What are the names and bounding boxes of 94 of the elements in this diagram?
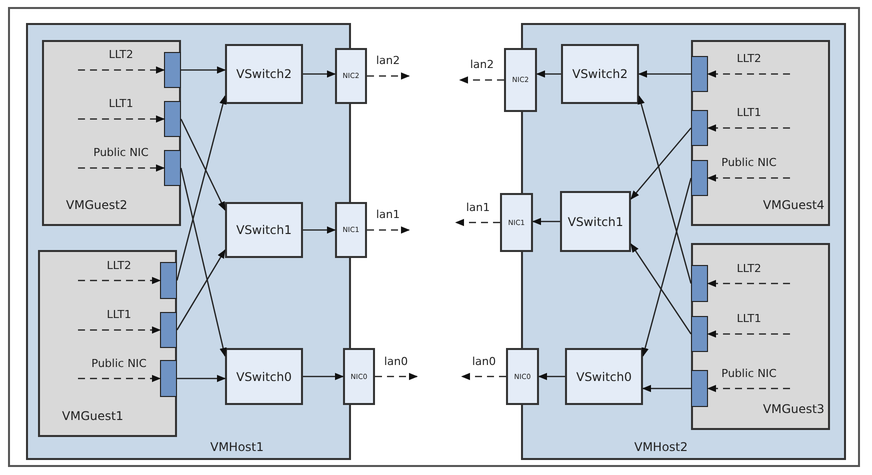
dashed-arrow xyxy=(707,280,790,288)
port-box xyxy=(160,262,177,299)
dashed-arrow xyxy=(459,76,504,84)
dashed-arrow xyxy=(455,218,500,226)
port-box xyxy=(164,101,181,137)
switch-box xyxy=(225,202,303,258)
arrow xyxy=(176,249,226,330)
dashed-arrow xyxy=(78,164,165,172)
guest-box xyxy=(42,40,181,226)
arrow xyxy=(176,95,226,281)
arrow xyxy=(303,372,344,380)
switch-label: VSwitch0 xyxy=(576,370,632,384)
nic-box xyxy=(506,348,539,405)
guest-box xyxy=(691,243,830,430)
port-box xyxy=(164,150,181,186)
edge-label: lan1 xyxy=(465,200,491,214)
dashed-arrow xyxy=(707,70,790,78)
switch-box xyxy=(225,348,303,405)
dashed-arrow xyxy=(367,72,410,80)
edge-label: LLT2 xyxy=(106,258,132,272)
edge-label: lan2 xyxy=(375,54,401,67)
dashed-arrow xyxy=(707,384,790,392)
guest-label: VMGuest2 xyxy=(66,198,128,212)
dashed-arrow xyxy=(367,226,410,234)
guest-label: VMGuest4 xyxy=(763,198,824,212)
arrow xyxy=(536,70,561,78)
nic-box xyxy=(504,48,537,112)
host-label: VMHost1 xyxy=(210,440,264,454)
arrow xyxy=(303,226,336,234)
edge-label: Public NIC xyxy=(92,146,150,159)
port-box xyxy=(160,360,177,397)
dashed-arrow xyxy=(461,372,506,380)
edge-label: LLT1 xyxy=(106,308,132,321)
port-box xyxy=(691,265,708,302)
port-box xyxy=(691,316,708,352)
switch-box xyxy=(561,44,639,104)
nic-box xyxy=(335,48,367,104)
edge-label: LLT2 xyxy=(736,262,762,274)
arrow xyxy=(180,168,227,357)
edge-label: Public NIC xyxy=(90,356,148,370)
port-box xyxy=(164,52,181,88)
switch-label: VSwitch2 xyxy=(572,67,628,81)
switch-box xyxy=(560,191,631,252)
arrow xyxy=(180,118,226,211)
arrow xyxy=(177,374,226,382)
switch-box xyxy=(225,44,303,104)
dashed-arrow xyxy=(78,115,165,123)
guest-label: VMGuest1 xyxy=(62,409,124,423)
guest-box xyxy=(38,250,177,437)
port-box xyxy=(691,370,708,407)
arrow xyxy=(638,95,692,284)
nic-box xyxy=(335,202,367,258)
arrow xyxy=(630,128,692,200)
arrow xyxy=(532,218,560,226)
arrow xyxy=(642,178,692,357)
edge-label: lan1 xyxy=(375,208,401,221)
edge-label: LLT2 xyxy=(108,48,134,61)
switch-label: VSwitch1 xyxy=(236,223,292,237)
edge-label: LLT2 xyxy=(736,52,762,65)
port-box xyxy=(160,312,177,348)
dashed-arrow xyxy=(78,276,161,284)
edge-label: lan0 xyxy=(383,354,409,368)
switch-box xyxy=(565,348,643,405)
edge-label: lan0 xyxy=(471,354,497,368)
arrow xyxy=(181,66,226,74)
arrow xyxy=(630,243,692,334)
nic-box xyxy=(343,348,375,405)
switch-label: VSwitch0 xyxy=(236,370,292,384)
dashed-arrow xyxy=(707,330,790,338)
switch-label: VSwitch2 xyxy=(236,67,292,81)
dashed-arrow xyxy=(78,326,161,334)
port-box xyxy=(691,160,708,196)
guest-box xyxy=(691,40,830,226)
arrow xyxy=(303,70,336,78)
switch-label: VSwitch1 xyxy=(568,214,624,228)
port-box xyxy=(691,110,708,146)
edge-label: LLT1 xyxy=(736,312,762,325)
edge-label: LLT1 xyxy=(108,97,134,110)
arrow xyxy=(538,372,565,380)
dashed-arrow xyxy=(78,374,161,382)
arrow xyxy=(642,384,691,392)
dashed-arrow xyxy=(78,66,165,74)
dashed-arrow xyxy=(707,124,790,132)
edge-label: lan2 xyxy=(469,58,495,71)
edge-label: LLT1 xyxy=(736,106,762,119)
dashed-arrow xyxy=(707,174,790,182)
edge-label: Public NIC xyxy=(720,366,778,380)
dashed-arrow xyxy=(375,372,418,380)
edge-label: Public NIC xyxy=(720,156,778,169)
nic-box xyxy=(500,193,533,252)
host-label: VMHost2 xyxy=(634,440,688,454)
arrow xyxy=(638,70,691,78)
guest-label: VMGuest3 xyxy=(763,402,824,416)
port-box xyxy=(691,56,708,92)
